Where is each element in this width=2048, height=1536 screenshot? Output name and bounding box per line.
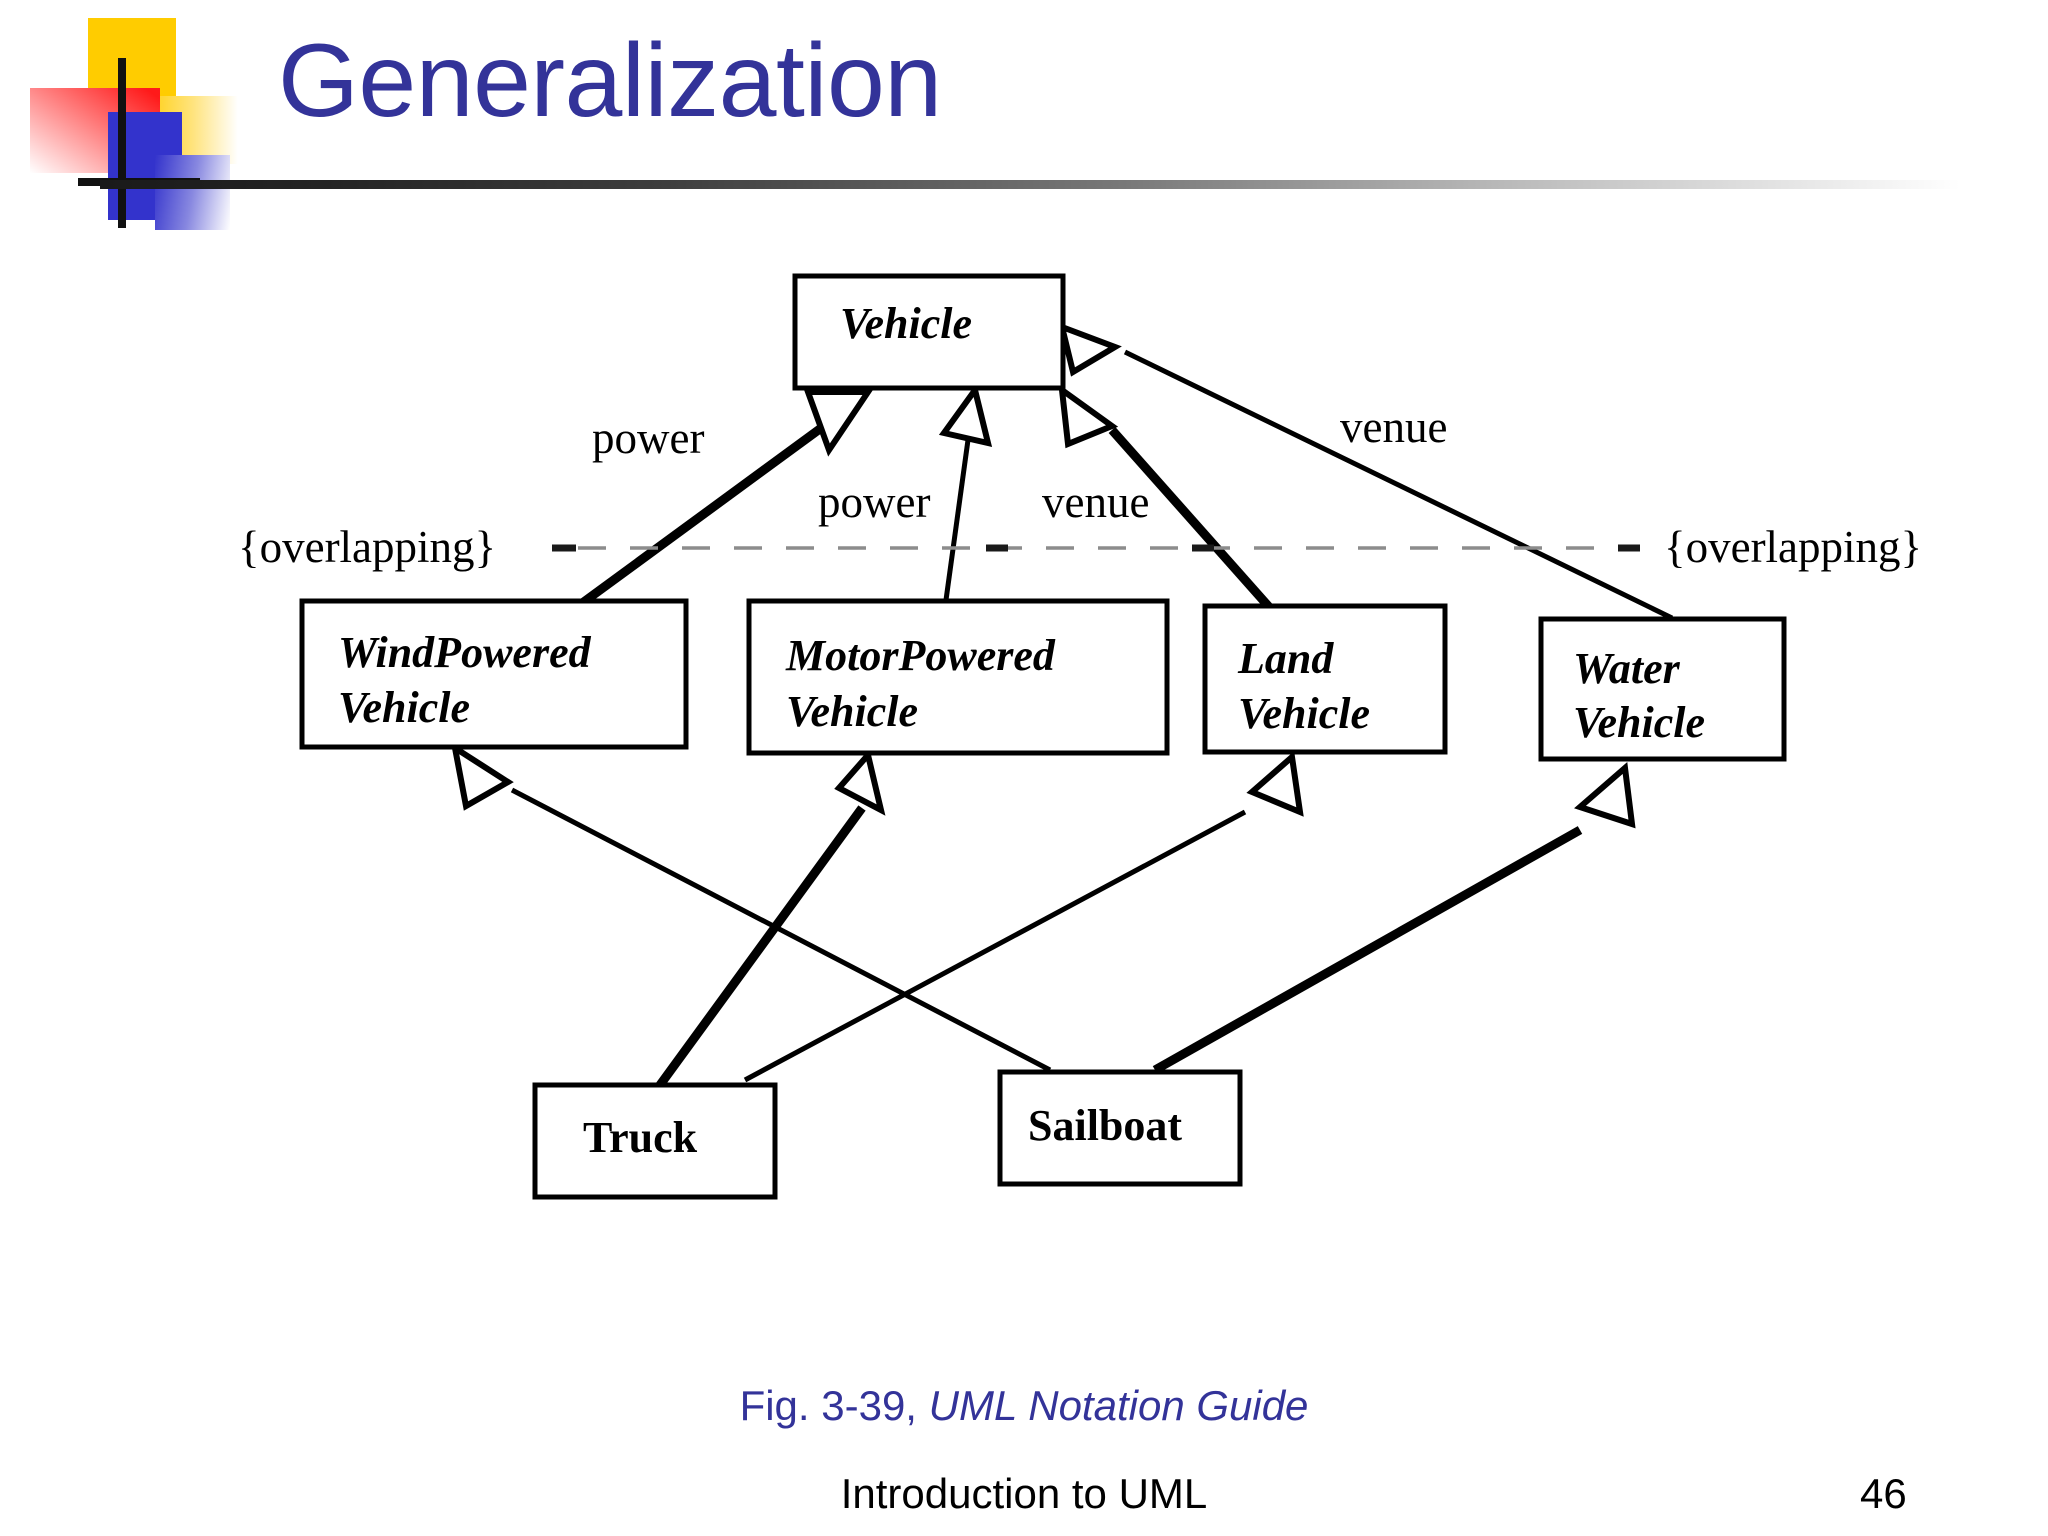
class-label-truck: Truck — [583, 1113, 698, 1162]
class-label-water-line1: Water — [1573, 644, 1681, 693]
logo-cross-vertical — [118, 58, 126, 228]
arrowhead-motorpowered-to-vehicle — [938, 382, 993, 448]
footer-title: Introduction to UML — [840, 1470, 1208, 1517]
class-box-water-vehicle[interactable]: Water Vehicle — [1538, 616, 1787, 762]
logo-blue-fade-square — [155, 155, 230, 230]
class-box-truck[interactable]: Truck — [532, 1082, 778, 1200]
class-boxes: Vehicle WindPowered Vehicle MotorPowered… — [299, 273, 1787, 1200]
class-label-vehicle: Vehicle — [840, 299, 972, 348]
class-label-windpowered-line2: Vehicle — [338, 683, 470, 732]
edge-watervehicle-to-vehicle — [1123, 349, 1674, 621]
arrowhead-sailboat-to-watervehicle — [1574, 762, 1636, 829]
class-box-motorpowered-vehicle[interactable]: MotorPowered Vehicle — [746, 598, 1170, 756]
discriminator-label-venue-2: venue — [1340, 402, 1447, 452]
edge-windpowered-to-vehicle — [567, 408, 846, 616]
class-box-land-vehicle[interactable]: Land Vehicle — [1202, 603, 1448, 755]
arrowhead-windpowered-to-vehicle — [803, 389, 874, 457]
arrowhead-landvehicle-to-vehicle — [1058, 383, 1119, 449]
decorative-squares-logo — [0, 0, 280, 300]
discriminator-label-power-1: power — [592, 413, 704, 463]
class-label-land-line2: Vehicle — [1238, 689, 1370, 738]
edge-landvehicle-to-vehicle — [1108, 427, 1274, 611]
footer-page-number: 46 — [1860, 1470, 1907, 1517]
discriminator-labels: power power venue venue — [592, 402, 1447, 527]
class-label-windpowered-line1: WindPowered — [338, 628, 592, 677]
constraint-labels: {overlapping} {overlapping} — [238, 522, 1922, 572]
discriminator-label-venue-1: venue — [1042, 477, 1149, 527]
figure-caption-prefix: Fig. 3-39, — [739, 1382, 929, 1429]
edge-motorpowered-to-vehicle — [943, 439, 971, 601]
discriminator-label-power-2: power — [818, 477, 930, 527]
class-box-windpowered-vehicle[interactable]: WindPowered Vehicle — [299, 598, 689, 750]
arrowhead-truck-to-motorpowered — [834, 748, 886, 816]
page-title: Generalization — [278, 23, 942, 139]
figure-caption-source: UML Notation Guide — [928, 1382, 1309, 1429]
arrowhead-sailboat-to-windpowered — [450, 741, 514, 811]
edge-truck-to-landvehicle — [743, 809, 1247, 1083]
class-label-motorpowered-line1: MotorPowered — [785, 631, 1056, 680]
arrowhead-truck-to-landvehicle — [1246, 751, 1304, 817]
class-box-vehicle[interactable]: Vehicle — [792, 273, 1066, 391]
constraint-overlapping-left: {overlapping} — [238, 522, 496, 572]
edge-sailboat-to-watervehicle — [1152, 826, 1583, 1074]
title-underline-rule — [100, 180, 1960, 189]
class-label-water-line2: Vehicle — [1573, 698, 1705, 747]
class-label-sailboat: Sailboat — [1028, 1101, 1182, 1150]
edge-sailboat-to-windpowered — [510, 787, 1052, 1073]
edge-truck-to-motorpowered — [656, 805, 866, 1088]
class-box-sailboat[interactable]: Sailboat — [997, 1069, 1243, 1187]
generalization-edges — [450, 322, 1674, 1088]
class-label-land-line1: Land — [1237, 634, 1334, 683]
class-label-motorpowered-line2: Vehicle — [786, 687, 918, 736]
arrowhead-watervehicle-to-vehicle — [1057, 322, 1122, 377]
constraint-overlapping-right: {overlapping} — [1664, 522, 1922, 572]
figure-caption: Fig. 3-39, UML Notation Guide — [0, 1382, 2048, 1430]
